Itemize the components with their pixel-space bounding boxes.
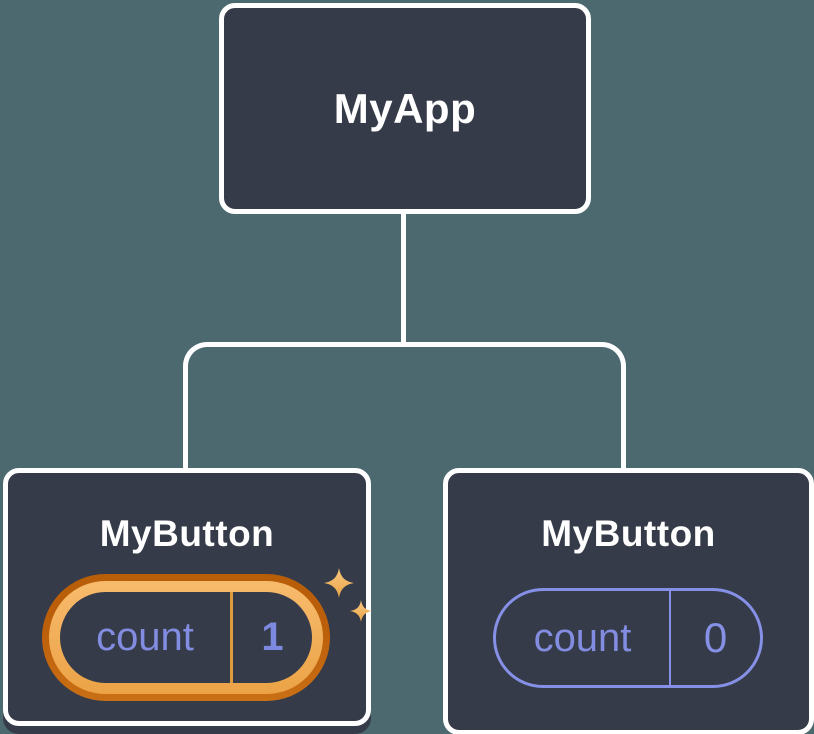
child-node-label: MyButton bbox=[541, 513, 716, 554]
sparkles-icon bbox=[324, 568, 372, 622]
root-node-myapp: MyApp bbox=[219, 3, 591, 214]
state-pill-divider bbox=[669, 591, 671, 685]
child-node-mybutton-default: MyButton count 0 bbox=[443, 468, 814, 734]
tree-connector-stem bbox=[401, 212, 406, 347]
state-name-label: count bbox=[533, 615, 632, 660]
state-pill-highlight-ring: count 1 bbox=[42, 574, 330, 701]
child-node-mybutton-highlighted: MyButton count 1 bbox=[3, 468, 372, 726]
state-value: 0 bbox=[703, 614, 728, 661]
state-pill: count 1 bbox=[60, 592, 312, 683]
state-pill-highlight-inner-ring: count 1 bbox=[49, 581, 323, 694]
state-value: 1 bbox=[261, 615, 284, 659]
root-node-label: MyApp bbox=[333, 84, 477, 132]
state-pill-divider bbox=[230, 592, 233, 683]
tree-connector-branches bbox=[183, 342, 626, 468]
state-name-label: count bbox=[96, 615, 194, 659]
child-node-label: MyButton bbox=[99, 513, 275, 554]
state-pill: count 0 bbox=[493, 588, 763, 688]
